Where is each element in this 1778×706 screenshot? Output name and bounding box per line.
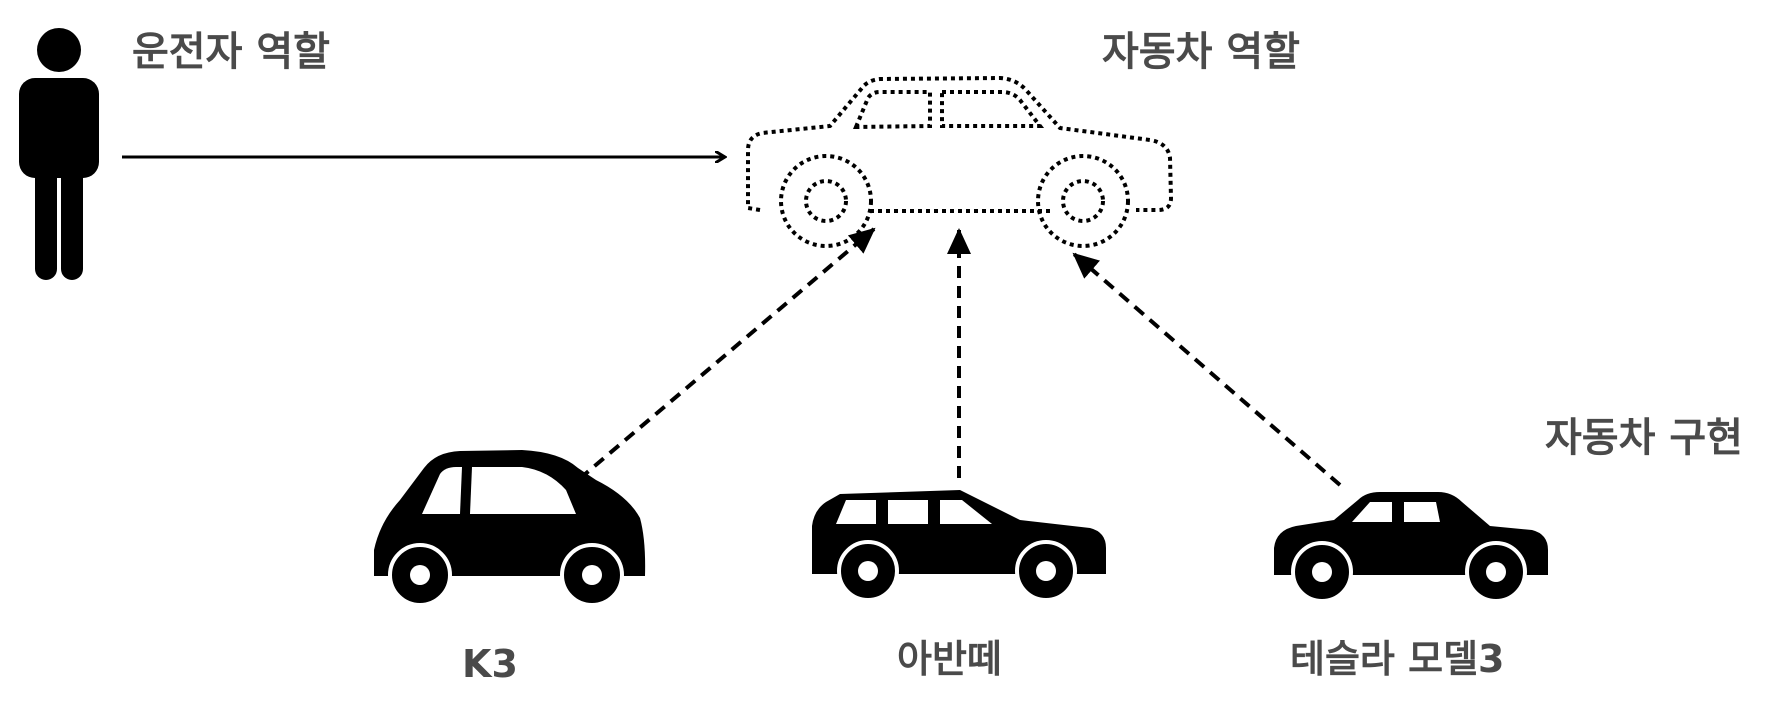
car-role-label: 자동차 역할 — [1102, 29, 1300, 75]
person-icon — [19, 28, 99, 280]
implements-arrow-k3 — [562, 227, 876, 494]
driver-role-label: 운전자 역할 — [132, 29, 330, 75]
sedan-car-icon — [1274, 492, 1548, 603]
implements-arrow-tesla — [1072, 252, 1342, 487]
avante-label: 아반떼 — [897, 637, 1002, 681]
car-outline-icon — [746, 75, 1174, 248]
car-implementation-label: 자동차 구현 — [1545, 415, 1743, 461]
hatchback-car-icon — [374, 450, 646, 607]
wagon-car-icon — [812, 490, 1106, 602]
k3-label: K3 — [462, 642, 518, 686]
tesla-model3-label: 테슬라 모델3 — [1290, 637, 1505, 681]
